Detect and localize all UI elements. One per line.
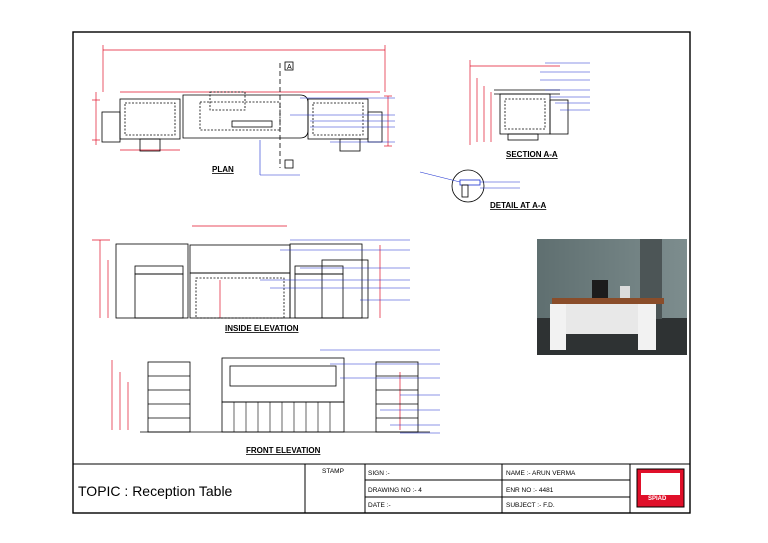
date-label: DATE :- xyxy=(368,502,391,509)
spiad-logo: SPIAD xyxy=(648,496,667,502)
plan-drawing xyxy=(92,45,395,176)
stamp-label: STAMP xyxy=(322,468,344,475)
plan-title: PLAN xyxy=(212,165,234,174)
reception-table-render xyxy=(537,239,687,355)
section-marker-top: A xyxy=(287,64,292,71)
front-elevation-drawing xyxy=(111,349,440,434)
inside-elevation-title: INSIDE ELEVATION xyxy=(225,324,299,333)
section-title: SECTION A-A xyxy=(506,150,558,159)
detail-drawing xyxy=(419,169,520,203)
section-drawing xyxy=(469,60,590,145)
subject-label: SUBJECT :- F.D. xyxy=(506,502,555,509)
sign-label: SIGN :- xyxy=(368,470,390,477)
inside-elevation-drawing xyxy=(92,225,410,319)
drawing-no-label: DRAWING NO :- 4 xyxy=(368,487,422,494)
topic-label: TOPIC : Reception Table xyxy=(78,483,233,499)
name-label: NAME :- ARUN VERMA xyxy=(506,470,576,477)
front-elevation-title: FRONT ELEVATION xyxy=(246,446,321,455)
detail-title: DETAIL AT A-A xyxy=(490,201,547,210)
enr-no-label: ENR NO :- 4481 xyxy=(506,487,554,494)
title-block xyxy=(73,463,690,513)
